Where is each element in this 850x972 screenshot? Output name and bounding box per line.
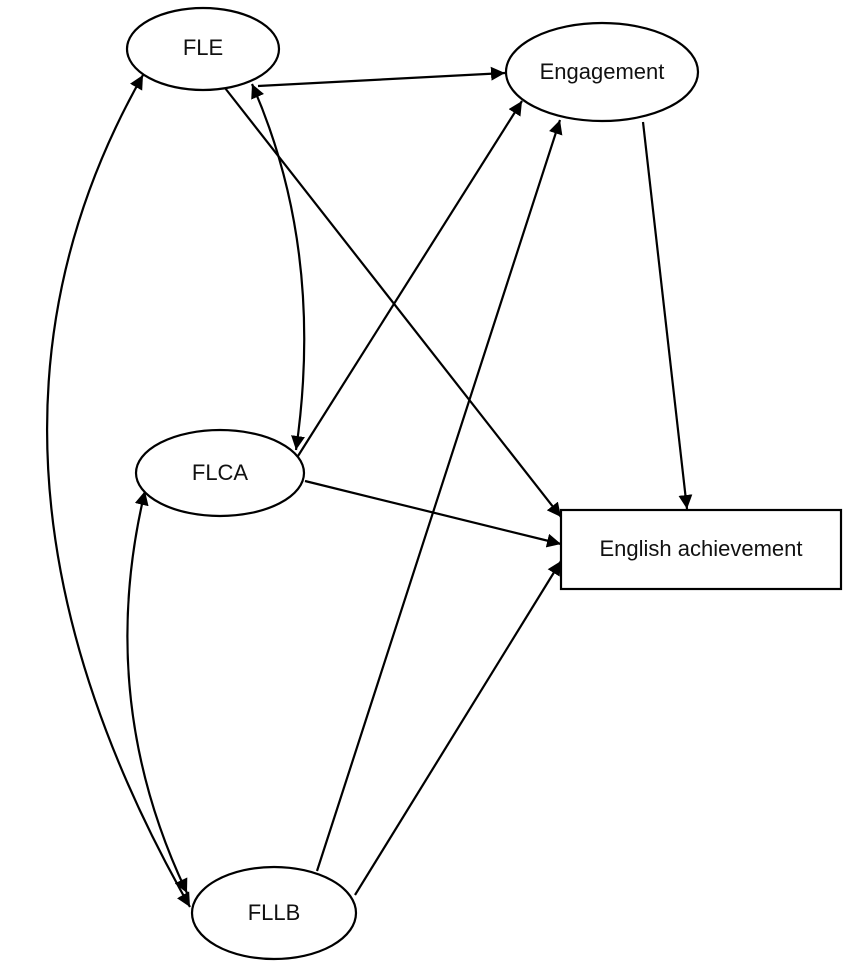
node-flca-shape (134, 428, 306, 518)
node-engagement: Engagement (504, 21, 700, 123)
edge-flca-fllb-covariance (126, 490, 188, 894)
edge-fllb-to-english-achievement (354, 560, 562, 896)
node-fllb: FLLB (190, 865, 358, 961)
node-flca: FLCA (134, 428, 306, 518)
node-fllb-label: FLLB (248, 900, 301, 925)
node-fle-shape (125, 6, 281, 92)
node-english-achievement-label: English achievement (599, 536, 802, 561)
node-fle-label: FLE (183, 35, 223, 60)
edge-fle-flca-covariance (250, 83, 306, 451)
edge-fle-fllb-covariance (45, 74, 191, 908)
node-english-achievement-shape (559, 508, 843, 591)
edge-flca-to-engagement (297, 100, 523, 457)
edge-fllb-to-engagement (315, 119, 563, 872)
node-engagement-label: Engagement (540, 59, 665, 84)
node-flca-label: FLCA (192, 460, 249, 485)
node-fle: FLE (125, 6, 281, 92)
node-engagement-shape (504, 21, 700, 123)
edge-engagement-to-english-achievement (641, 121, 693, 510)
edge-fle-to-engagement (257, 66, 506, 88)
node-fllb-shape (190, 865, 358, 961)
edges (45, 66, 693, 908)
node-english-achievement: English achievement (559, 508, 843, 591)
